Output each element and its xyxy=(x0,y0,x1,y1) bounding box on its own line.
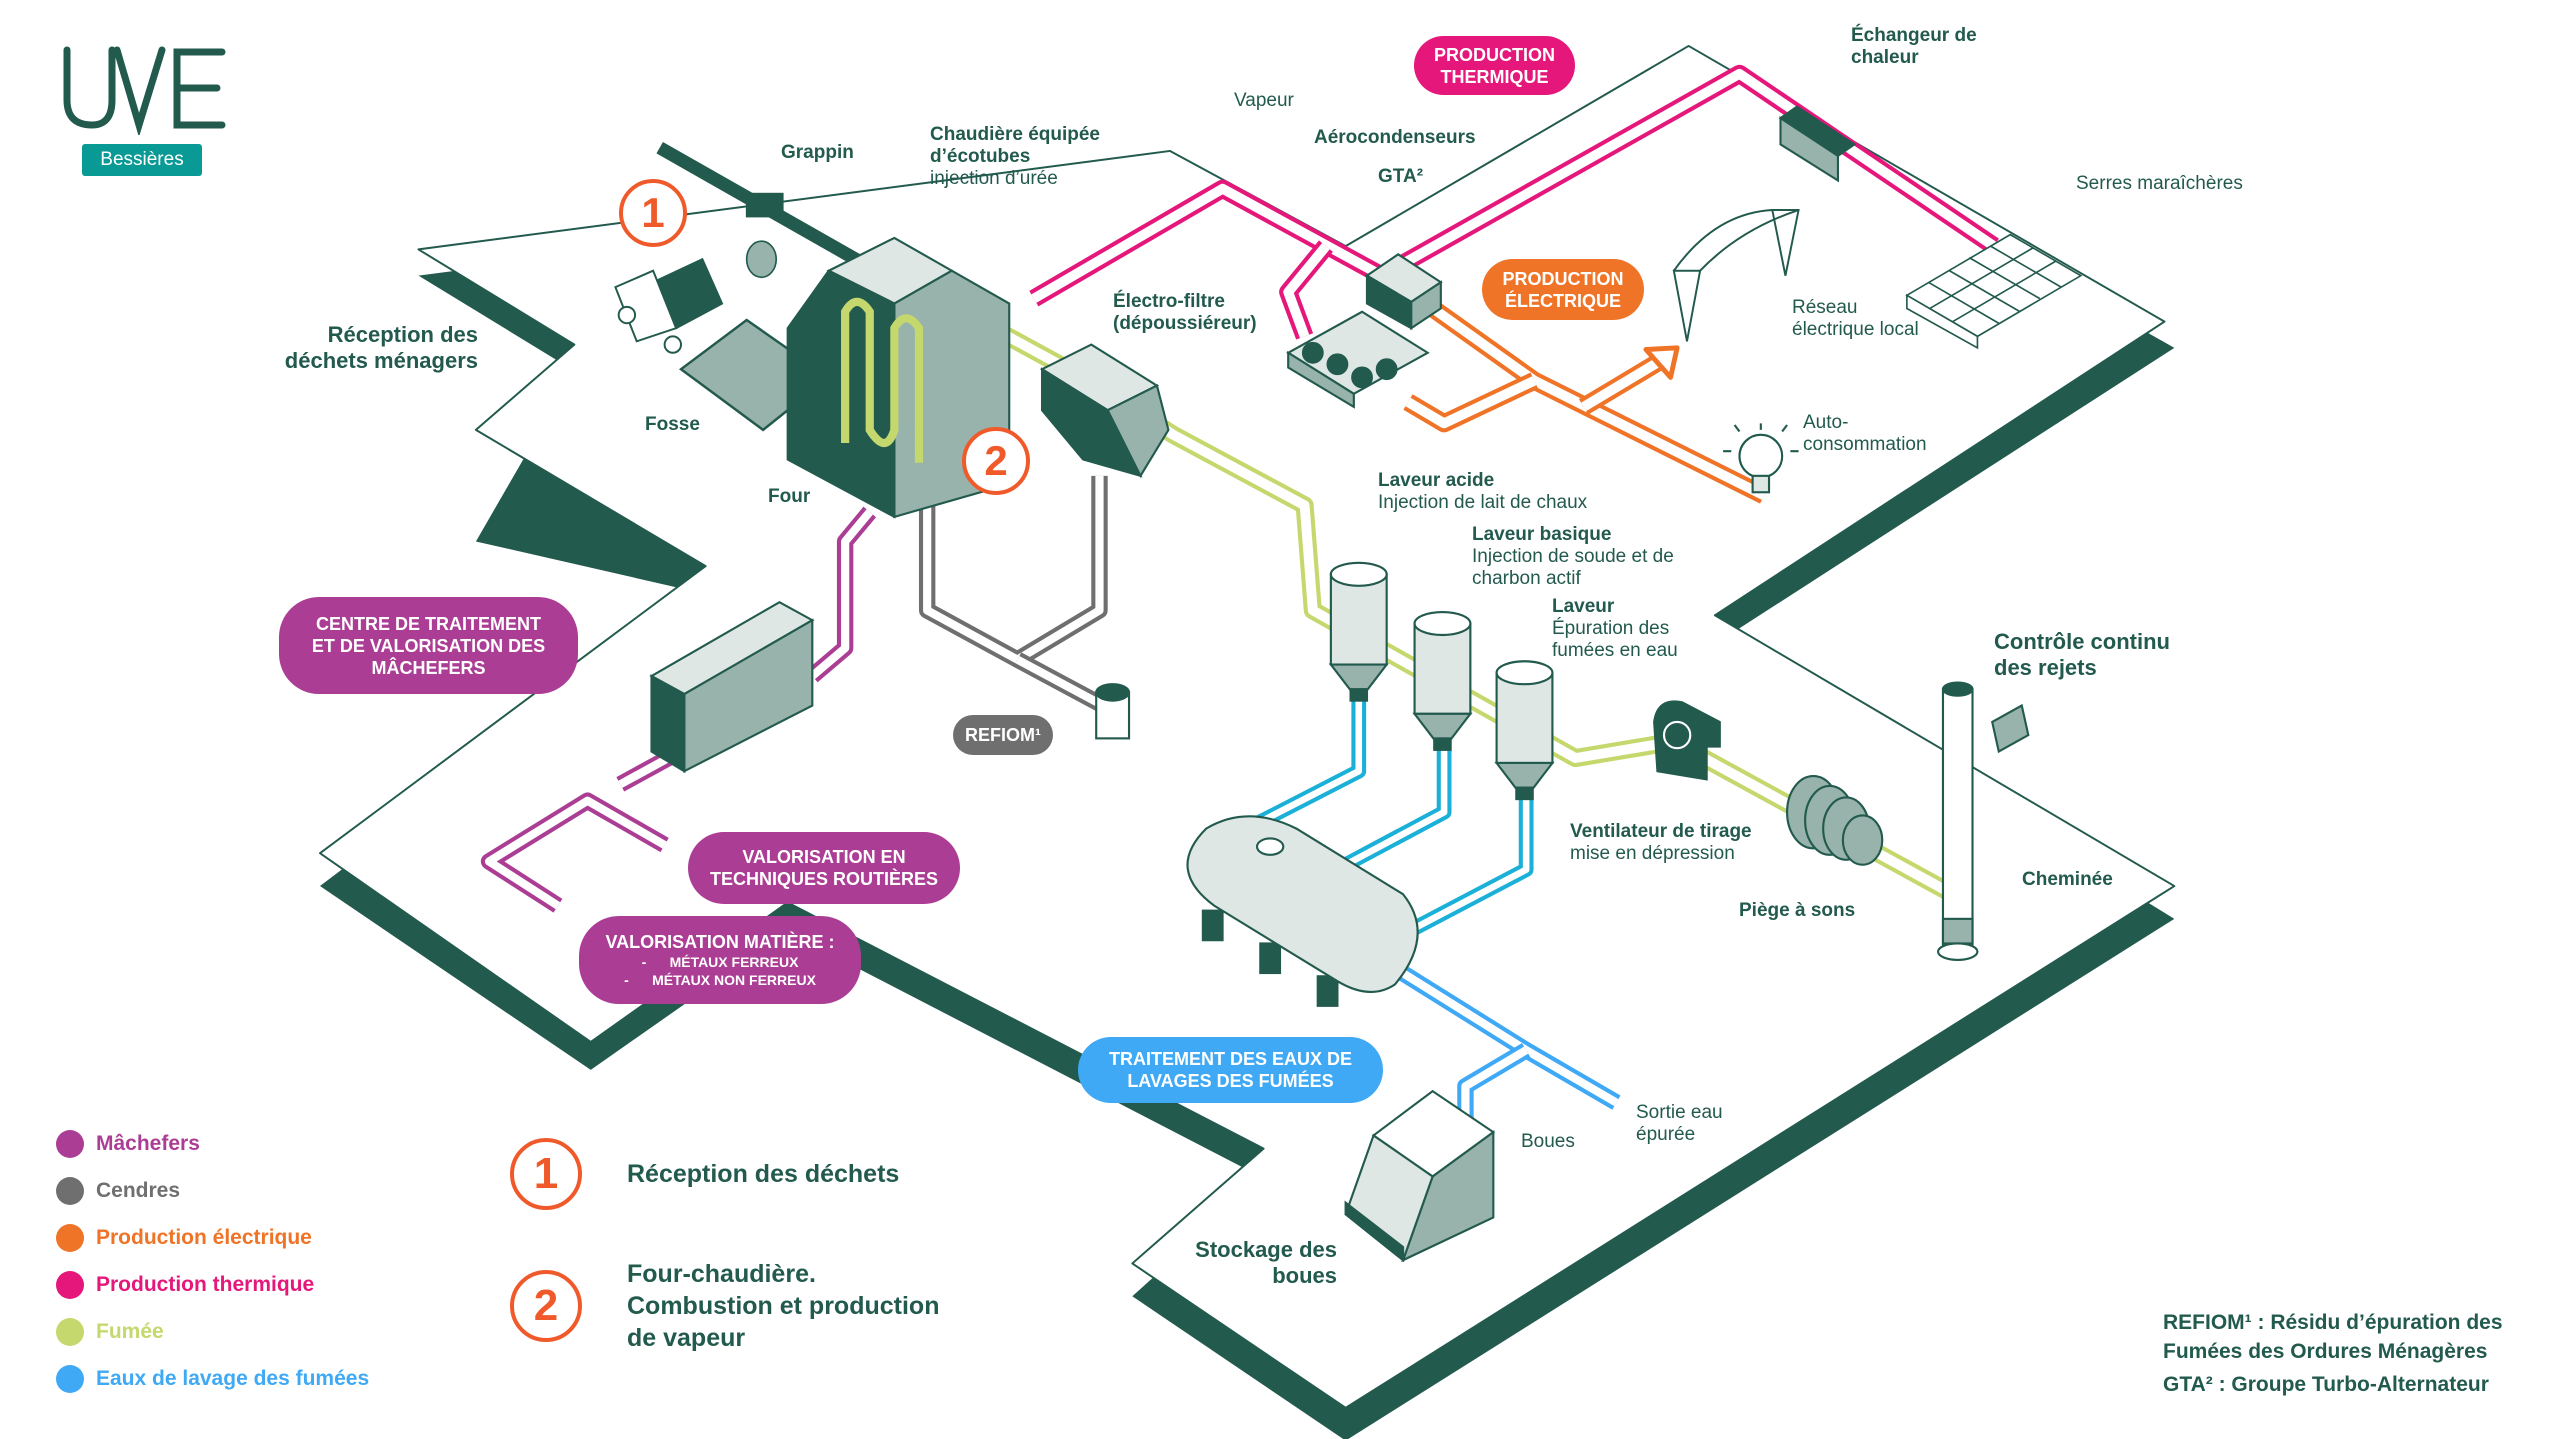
label-chaudiere-title: Chaudière équipée d’écotubes xyxy=(930,124,1100,167)
pill-centre-machefers: CENTRE DE TRAITEMENT ET DE VALORISATION … xyxy=(279,597,578,694)
label-chaudiere-sub: injection d’urée xyxy=(930,168,1058,189)
label-electro-filtre: Électro-filtre (dépoussiéreur) xyxy=(1113,291,1257,334)
pipe-eaux xyxy=(1243,697,1621,1124)
label-ventilateur-sub: mise en dépression xyxy=(1570,843,1735,864)
pill-valorisation-routieres: VALORISATION EN TECHNIQUES ROUTIÈRES xyxy=(688,832,960,904)
label-laveur-acide: Laveur acide xyxy=(1378,470,1495,491)
aero-condensers xyxy=(1286,310,1430,409)
pill-matiere-item: - MÉTAUX NON FERREUX xyxy=(624,972,816,988)
label-echangeur: Échangeur de chaleur xyxy=(1851,25,1977,68)
label-stockage: Stockage des boues xyxy=(1195,1237,1337,1288)
legend-label: Eaux de lavage des fumées xyxy=(96,1366,370,1390)
platform xyxy=(319,44,2176,1439)
machefers-centre-building xyxy=(649,600,815,774)
refiom-silo xyxy=(1095,683,1131,740)
legend-item-machefers: Mâchefers xyxy=(56,1120,369,1167)
label-boues: Boues xyxy=(1521,1131,1575,1152)
step-2: 2 Four-chaudière. Combustion et producti… xyxy=(510,1258,939,1354)
legend-item-electrique: Production électrique xyxy=(56,1214,369,1261)
pill-production-electrique: PRODUCTION ÉLECTRIQUE xyxy=(1482,259,1644,320)
chimney xyxy=(1936,681,2030,961)
footnotes: REFIOM¹ : Résidu d’épuration des Fumées … xyxy=(2163,1308,2503,1399)
legend-item-cendres: Cendres xyxy=(56,1167,369,1214)
label-grappin: Grappin xyxy=(781,142,854,163)
electro-filter xyxy=(1039,343,1170,479)
label-gta: GTA² xyxy=(1378,166,1424,187)
legend-item-eaux: Eaux de lavage des fumées xyxy=(56,1355,369,1402)
bulb-icon xyxy=(1723,423,1799,494)
step-number: 2 xyxy=(510,1270,582,1342)
footnote-refiom: REFIOM¹ : Résidu d’épuration des Fumées … xyxy=(2163,1311,2503,1363)
pipe-cendres xyxy=(918,475,1114,717)
label-controle: Contrôle continu des rejets xyxy=(1994,629,2170,680)
marker-2: 2 xyxy=(962,427,1030,495)
legend-dot-icon xyxy=(56,1176,84,1205)
legend-dot-icon xyxy=(56,1364,84,1393)
legend-item-fumee: Fumée xyxy=(56,1308,369,1355)
step-text: Réception des déchets xyxy=(627,1160,900,1188)
legend-dot-icon xyxy=(56,1270,84,1299)
gta-turbo-alternator xyxy=(1364,253,1443,331)
pill-refiom: REFIOM¹ xyxy=(953,715,1053,755)
label-aerocondenseurs: Aérocondenseurs xyxy=(1314,127,1476,148)
legend-label: Production électrique xyxy=(96,1225,312,1249)
label-piege: Piège à sons xyxy=(1739,900,1856,921)
label-reseau: Réseau électrique local xyxy=(1792,297,1919,340)
legend-label: Fumée xyxy=(96,1319,164,1343)
label-reception: Réception des déchets ménagers xyxy=(284,322,478,373)
crane-grappin xyxy=(656,141,865,279)
label-laveur-basique-sub: Injection de soude et de charbon actif xyxy=(1472,546,1674,589)
label-ventilateur: Ventilateur de tirage xyxy=(1570,821,1752,842)
label-auto-consommation: Auto- consommation xyxy=(1803,412,1927,455)
scrubbers-laveurs xyxy=(1328,561,1555,801)
truck-icon xyxy=(614,257,724,354)
label-serres: Serres maraîchères xyxy=(2076,173,2243,194)
greenhouse-serres xyxy=(1905,233,2083,350)
pill-matiere-item: - MÉTAUX FERREUX xyxy=(641,954,799,970)
pill-traitement-eaux: TRAITEMENT DES EAUX DE LAVAGES DES FUMÉE… xyxy=(1078,1037,1383,1103)
step-text: Four-chaudière. Combustion et production… xyxy=(627,1260,940,1352)
sludge-storage xyxy=(1344,1089,1496,1263)
legend-label: Production thermique xyxy=(96,1272,315,1296)
pill-valorisation-matiere: VALORISATION MATIÈRE : - MÉTAUX FERREUX … xyxy=(579,916,861,1004)
boiler-chaudiere xyxy=(786,236,1011,519)
silencer xyxy=(1786,775,1884,866)
legend-label: Mâchefers xyxy=(96,1131,200,1155)
label-laveur: Laveur xyxy=(1552,596,1615,617)
legend-label: Cendres xyxy=(96,1178,181,1202)
uve-logo xyxy=(63,46,226,135)
label-sortie: Sortie eau épurée xyxy=(1636,1102,1723,1145)
label-fosse: Fosse xyxy=(645,414,700,435)
legend: Mâchefers Cendres Production électrique … xyxy=(56,1120,369,1402)
marker-1: 1 xyxy=(619,179,687,247)
legend-dot-icon xyxy=(56,1223,84,1252)
legend-item-thermique: Production thermique xyxy=(56,1261,369,1308)
label-laveur-acide-sub: Injection de lait de chaux xyxy=(1378,492,1588,513)
label-cheminee: Cheminée xyxy=(2022,869,2113,890)
site-badge: Bessières xyxy=(82,144,202,176)
footnote-gta: GTA² : Groupe Turbo-Alternateur xyxy=(2163,1373,2489,1396)
legend-dot-icon xyxy=(56,1129,84,1158)
pipe-electrique xyxy=(1403,287,1769,504)
draft-fan xyxy=(1653,700,1721,781)
pill-production-thermique: PRODUCTION THERMIQUE xyxy=(1414,36,1575,95)
step-1: 1 Réception des déchets xyxy=(510,1138,899,1210)
step-number: 1 xyxy=(510,1138,582,1210)
pill-valorisation-matiere-title: VALORISATION MATIÈRE : xyxy=(605,932,835,952)
label-laveur-basique: Laveur basique xyxy=(1472,524,1612,545)
arrow-reseau xyxy=(1643,345,1680,380)
label-laveur-sub: Épuration des fumées en eau xyxy=(1552,618,1678,661)
wastewater-tank xyxy=(1186,815,1419,1007)
heat-exchanger xyxy=(1778,105,1857,183)
power-pylons xyxy=(1672,209,1800,342)
label-four: Four xyxy=(768,486,811,507)
label-vapeur: Vapeur xyxy=(1234,90,1294,111)
legend-dot-icon xyxy=(56,1317,84,1346)
